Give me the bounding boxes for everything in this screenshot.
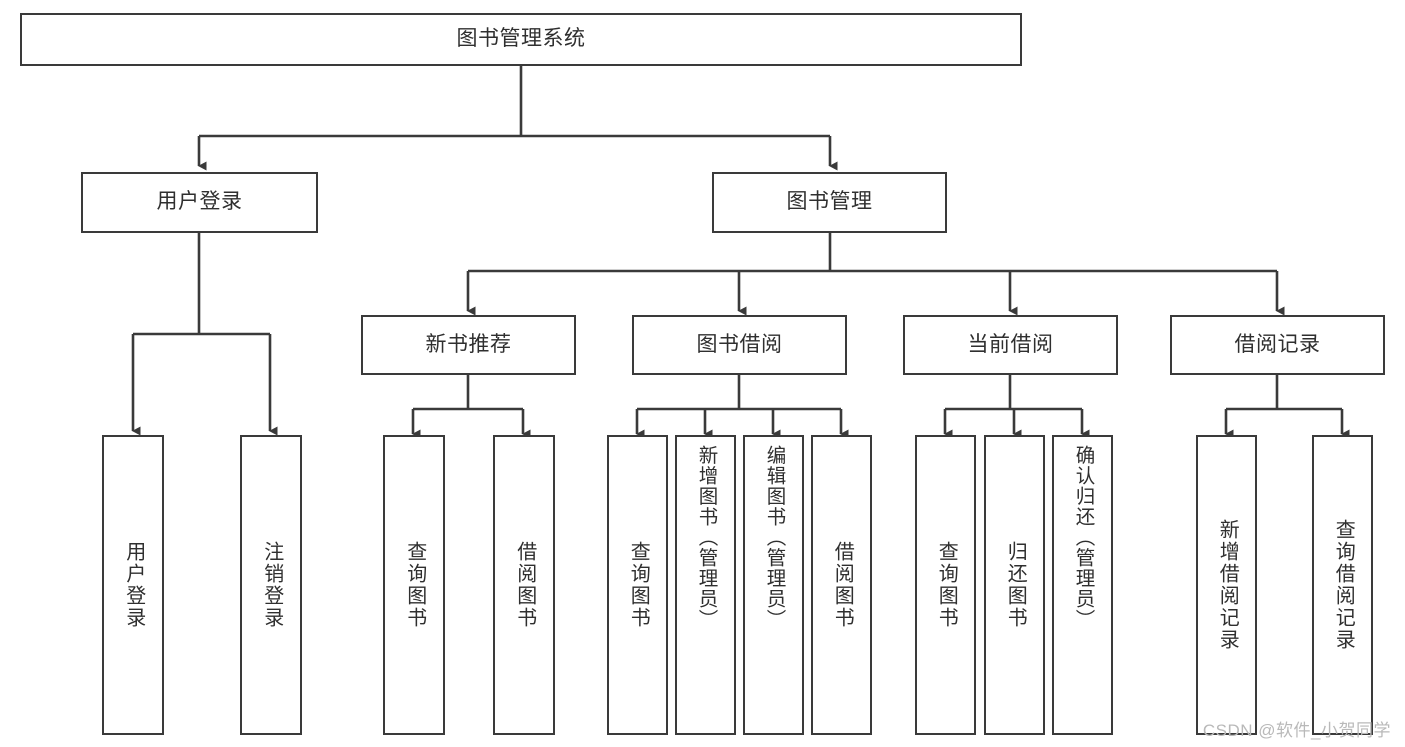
node-root-label: 图书管理系统 — [456, 27, 586, 51]
node-leaf-user-login-label: 用户登录 — [122, 541, 145, 629]
node-leaf-query-record[interactable]: 查询借阅记录 — [1312, 435, 1373, 735]
node-user-login[interactable]: 用户登录 — [81, 172, 318, 233]
node-leaf-borrow-book-2-label: 借阅图书 — [831, 541, 854, 629]
node-leaf-query-book-1[interactable]: 查询图书 — [383, 435, 445, 735]
node-user-login-label: 用户登录 — [156, 190, 243, 214]
node-leaf-query-book-2[interactable]: 查询图书 — [607, 435, 668, 735]
node-leaf-user-login[interactable]: 用户登录 — [102, 435, 164, 735]
node-leaf-edit-book-label: 编辑图书（管理员） — [762, 445, 785, 630]
node-leaf-add-record[interactable]: 新增借阅记录 — [1196, 435, 1257, 735]
node-new-book-recommend[interactable]: 新书推荐 — [361, 315, 576, 375]
node-new-book-recommend-label: 新书推荐 — [425, 332, 512, 356]
node-leaf-return-book-label: 归还图书 — [1004, 541, 1027, 629]
node-leaf-query-book-2-label: 查询图书 — [627, 541, 650, 629]
node-leaf-edit-book[interactable]: 编辑图书（管理员） — [743, 435, 804, 735]
node-leaf-borrow-book-1-label: 借阅图书 — [513, 541, 536, 629]
node-leaf-add-book[interactable]: 新增图书（管理员） — [675, 435, 736, 735]
node-leaf-query-book-1-label: 查询图书 — [403, 541, 426, 629]
node-leaf-return-book[interactable]: 归还图书 — [984, 435, 1045, 735]
node-root[interactable]: 图书管理系统 — [20, 13, 1022, 66]
node-leaf-query-book-3[interactable]: 查询图书 — [915, 435, 976, 735]
node-leaf-borrow-book-2[interactable]: 借阅图书 — [811, 435, 872, 735]
node-current-borrow-label: 当前借阅 — [967, 332, 1054, 356]
node-leaf-add-record-label: 新增借阅记录 — [1216, 519, 1239, 651]
node-book-manage[interactable]: 图书管理 — [712, 172, 947, 233]
node-leaf-query-book-3-label: 查询图书 — [935, 541, 958, 629]
node-leaf-logout-login-label: 注销登录 — [260, 541, 283, 629]
node-leaf-borrow-book-1[interactable]: 借阅图书 — [493, 435, 555, 735]
node-leaf-query-record-label: 查询借阅记录 — [1332, 519, 1355, 651]
node-book-borrow[interactable]: 图书借阅 — [632, 315, 847, 375]
node-borrow-record[interactable]: 借阅记录 — [1170, 315, 1385, 375]
node-borrow-record-label: 借阅记录 — [1234, 332, 1321, 356]
watermark-text: CSDN @软件_小贺同学 — [1202, 721, 1391, 740]
node-current-borrow[interactable]: 当前借阅 — [903, 315, 1118, 375]
node-leaf-logout-login[interactable]: 注销登录 — [240, 435, 302, 735]
node-leaf-confirm-return-label: 确认归还（管理员） — [1071, 445, 1094, 630]
node-leaf-confirm-return[interactable]: 确认归还（管理员） — [1052, 435, 1113, 735]
node-leaf-add-book-label: 新增图书（管理员） — [694, 445, 717, 630]
node-book-borrow-label: 图书借阅 — [696, 332, 783, 356]
node-book-manage-label: 图书管理 — [786, 190, 873, 214]
